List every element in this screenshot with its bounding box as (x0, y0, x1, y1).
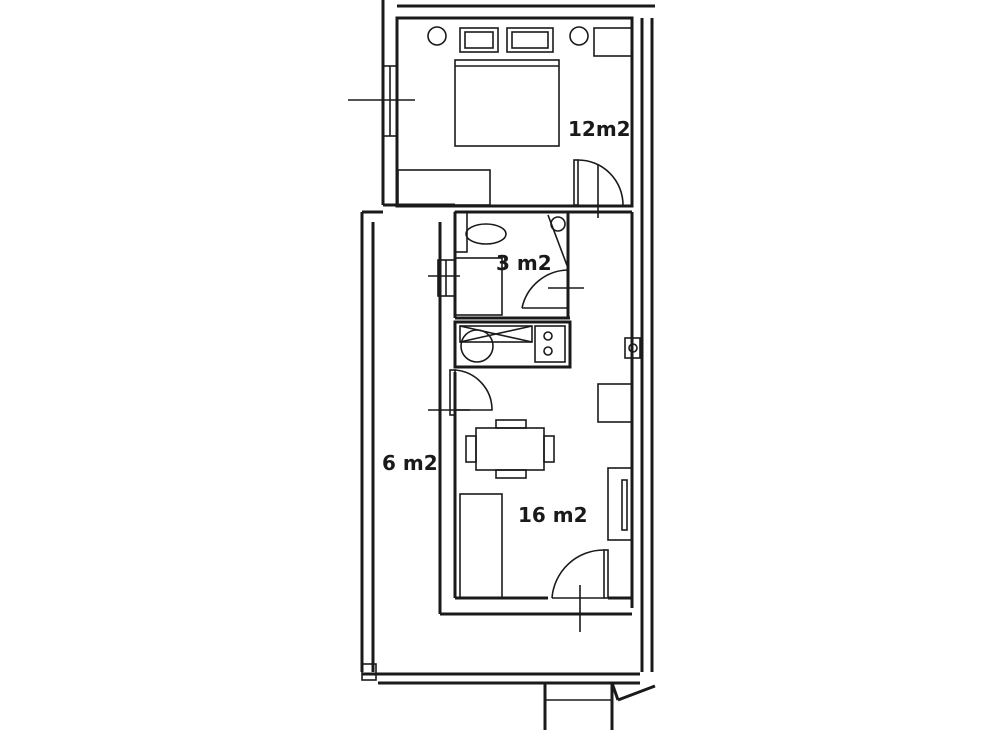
sink (550, 216, 566, 232)
pillow (459, 27, 499, 53)
room-area-label: 3 m2 (496, 251, 552, 275)
bedroom: 12m2 (348, 16, 634, 218)
sink (460, 329, 494, 363)
room-area-label: 6 m2 (382, 451, 438, 475)
kitchenette (453, 320, 572, 369)
bathroom: 3 m2 (428, 210, 632, 320)
living-room: 16 m2 (428, 212, 641, 632)
room-area-label: 16 m2 (518, 503, 588, 527)
cabinet (597, 383, 633, 423)
wardrobe (397, 169, 491, 206)
double-bed (454, 59, 560, 147)
nightstand (593, 27, 633, 57)
stove (534, 325, 566, 363)
balcony: 6 m2 (382, 451, 438, 475)
dining-table (475, 427, 545, 471)
pillow (506, 27, 554, 53)
chair (543, 435, 555, 463)
cupboard (607, 467, 633, 541)
chair (465, 435, 477, 463)
sofa (459, 493, 503, 599)
toilet (465, 223, 507, 245)
lamp-icon (569, 26, 589, 46)
chair (495, 419, 527, 429)
exterior-walls (360, 0, 656, 730)
lamp-icon (427, 26, 447, 46)
chair (495, 469, 527, 479)
room-area-label: 12m2 (568, 117, 631, 141)
shower (454, 257, 503, 316)
